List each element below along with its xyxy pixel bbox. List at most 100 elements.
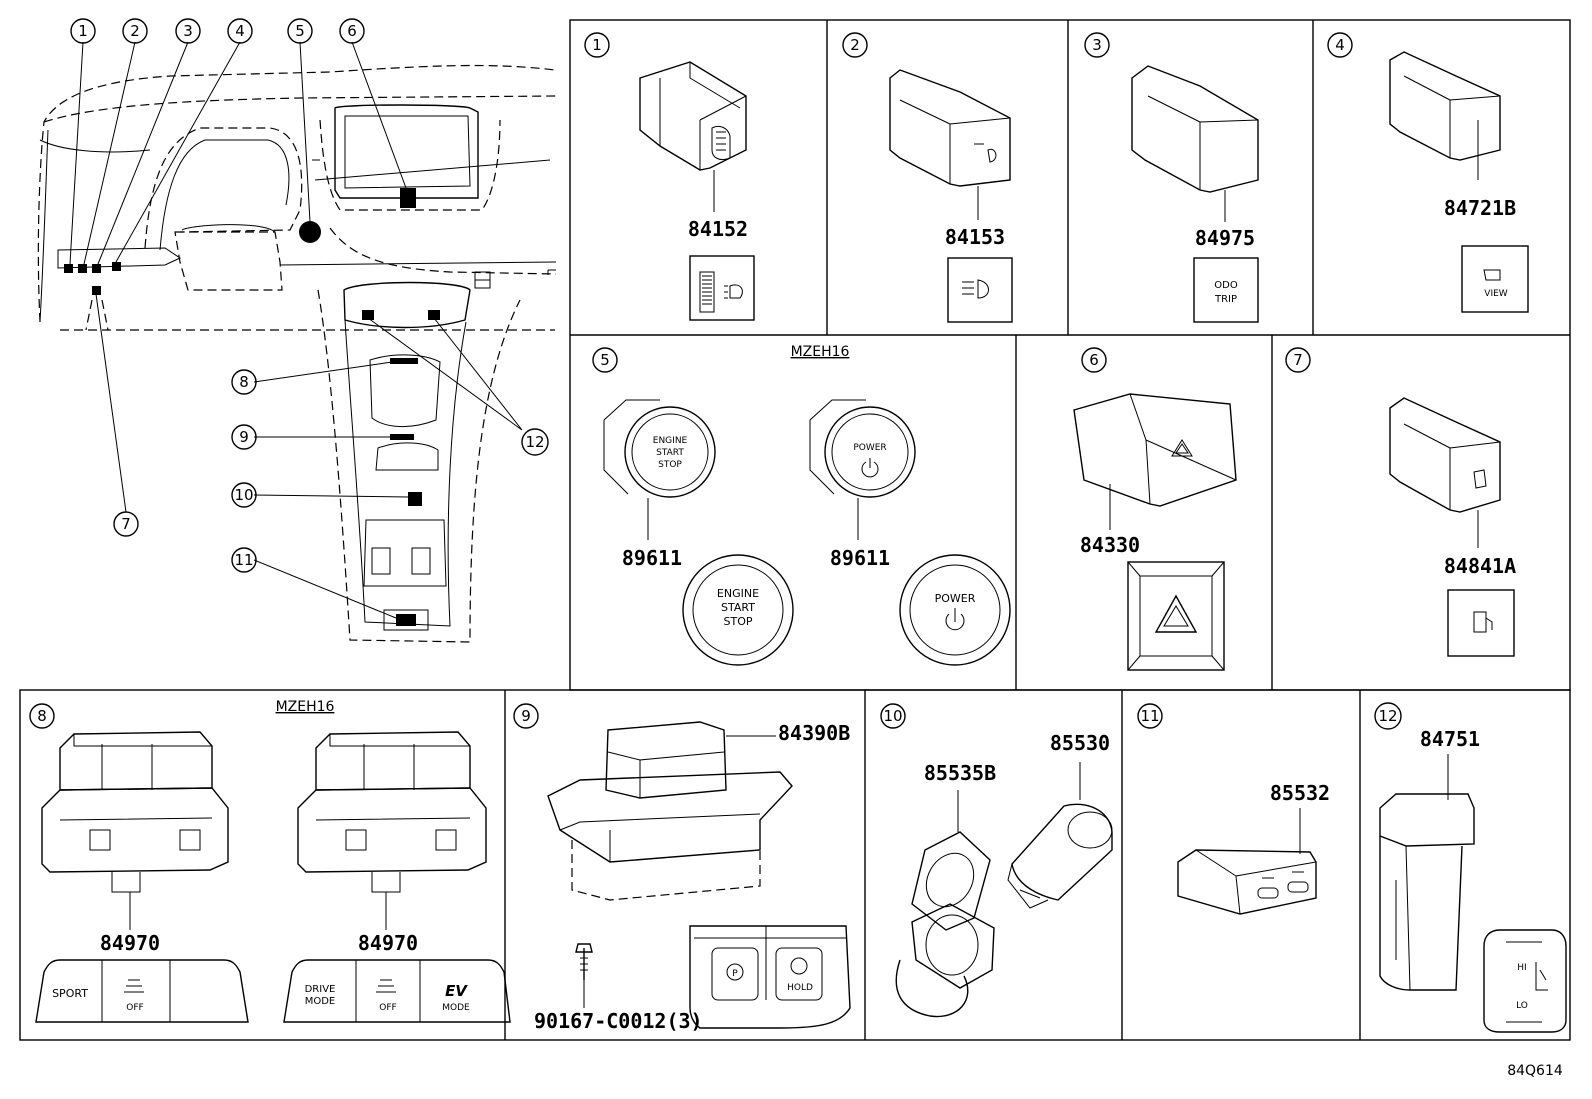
svg-text:6: 6 [1089,351,1099,369]
panel-3: 3 84975 ODO TRIP [1084,32,1259,323]
panel-11: 11 85532 [1137,703,1330,915]
svg-text:2: 2 [850,36,860,54]
drive-mode-switch-b [297,731,487,930]
svg-text:5: 5 [295,22,305,40]
hazard-icon [1127,561,1225,671]
svg-text:9: 9 [521,707,531,725]
dashboard-overview [37,41,557,643]
svg-text:HOLD: HOLD [787,983,813,993]
switch-b-face: DRIVE MODE OFF EV MODE [283,959,511,1023]
part-84330: 84330 [1080,533,1140,557]
svg-text:EV: EV [445,982,468,1000]
seat-heater-switch [1379,754,1475,991]
svg-text:LO: LO [1516,1001,1528,1011]
panel-12: 12 84751 HI LO [1374,702,1567,1033]
camera-view-icon: VIEW [1461,245,1529,313]
svg-text:8: 8 [37,707,47,725]
svg-text:OFF: OFF [379,1003,396,1013]
svg-text:SPORT: SPORT [52,987,88,1000]
part-90167-C0012: 90167-C0012(3) [534,1009,703,1033]
svg-text:OFF: OFF [126,1003,143,1013]
fuel-door-icon [1447,589,1515,657]
panel-1: 1 84152 [584,32,755,321]
svg-text:6: 6 [347,22,357,40]
svg-text:ENGINE: ENGINE [653,436,688,446]
svg-text:4: 4 [1335,36,1345,54]
svg-text:8: 8 [239,373,249,391]
svg-text:9: 9 [239,428,249,446]
svg-text:MODE: MODE [442,1003,470,1013]
screw-icon [575,943,593,1008]
panel-grid [19,19,1571,1041]
callout-3: 3 [175,18,201,44]
power-outlet-cover [895,790,995,1018]
panel-5: 5 MZEH16 ENGINE START STOP 89611 ENGINE … [592,344,1011,666]
svg-text:START: START [721,601,755,614]
svg-text:10: 10 [234,486,253,504]
panel-7: 7 84841A [1285,347,1516,657]
svg-text:TRIP: TRIP [1214,294,1237,305]
callout-10: 10 [231,482,257,508]
part-84751: 84751 [1420,727,1480,751]
svg-text:1: 1 [78,22,88,40]
svg-text:7: 7 [1293,351,1303,369]
svg-text:STOP: STOP [658,460,682,470]
headlight-leveling-icon [947,257,1013,323]
callout-9: 9 [231,424,257,450]
diagram-code: 84Q614 [1507,1063,1563,1079]
overview-callouts: 1 2 3 4 5 6 7 8 9 10 11 12 [70,18,549,573]
svg-text:VIEW: VIEW [1484,289,1507,299]
svg-text:ODO: ODO [1214,280,1238,291]
svg-text:11: 11 [234,551,253,569]
panel-2: 2 84153 [842,32,1013,323]
svg-text:START: START [656,448,684,458]
svg-text:ENGINE: ENGINE [717,587,759,600]
part-84152: 84152 [688,217,748,241]
svg-text:3: 3 [183,22,193,40]
part-84390B: 84390B [778,721,850,745]
part-84153: 84153 [945,225,1005,249]
svg-text:POWER: POWER [853,443,886,453]
callout-11: 11 [231,547,257,573]
svg-text:5: 5 [600,351,610,369]
usb-port [1177,808,1317,915]
part-89611-engine: 89611 [622,546,682,570]
power-button: POWER [809,399,916,540]
svg-text:12: 12 [1378,707,1397,725]
svg-text:P: P [732,969,738,979]
svg-text:11: 11 [1140,707,1159,725]
switch-a-face: SPORT OFF [35,959,249,1023]
callout-12: 12 [521,428,549,456]
svg-text:7: 7 [121,515,131,533]
part-84970-b: 84970 [358,931,418,955]
callout-8: 8 [231,369,257,395]
svg-text:4: 4 [235,22,245,40]
part-84970-a: 84970 [100,931,160,955]
engine-start-button: ENGINE START STOP [603,399,716,540]
callout-7: 7 [113,511,139,537]
odo-trip-icon: ODO TRIP [1193,257,1259,323]
svg-text:STOP: STOP [724,615,753,628]
panel-10: 10 85535B 85530 [880,703,1113,1018]
callout-4: 4 [227,18,253,44]
parking-brake-face: P HOLD [689,925,851,1029]
part-84721B: 84721B [1444,196,1516,220]
parking-brake-switch [547,721,793,863]
dimmer-icon [689,255,755,321]
svg-text:DRIVE: DRIVE [305,984,336,995]
panel-8: 8 MZEH16 84970 SPORT OFF 84970 [29,699,511,1023]
callout-2: 2 [122,18,148,44]
svg-text:HI: HI [1517,963,1526,973]
part-84841A: 84841A [1444,554,1516,578]
part-89611-power: 89611 [830,546,890,570]
panel-4: 4 84721B VIEW [1327,32,1529,313]
svg-text:12: 12 [525,433,544,451]
part-85530: 85530 [1050,731,1110,755]
part-85535B: 85535B [924,761,996,785]
callout-1: 1 [70,18,96,44]
model-label: MZEH16 [791,344,850,360]
seat-heater-face: HI LO [1483,929,1567,1033]
svg-text:2: 2 [130,22,140,40]
power-outlet-socket [1007,762,1113,909]
